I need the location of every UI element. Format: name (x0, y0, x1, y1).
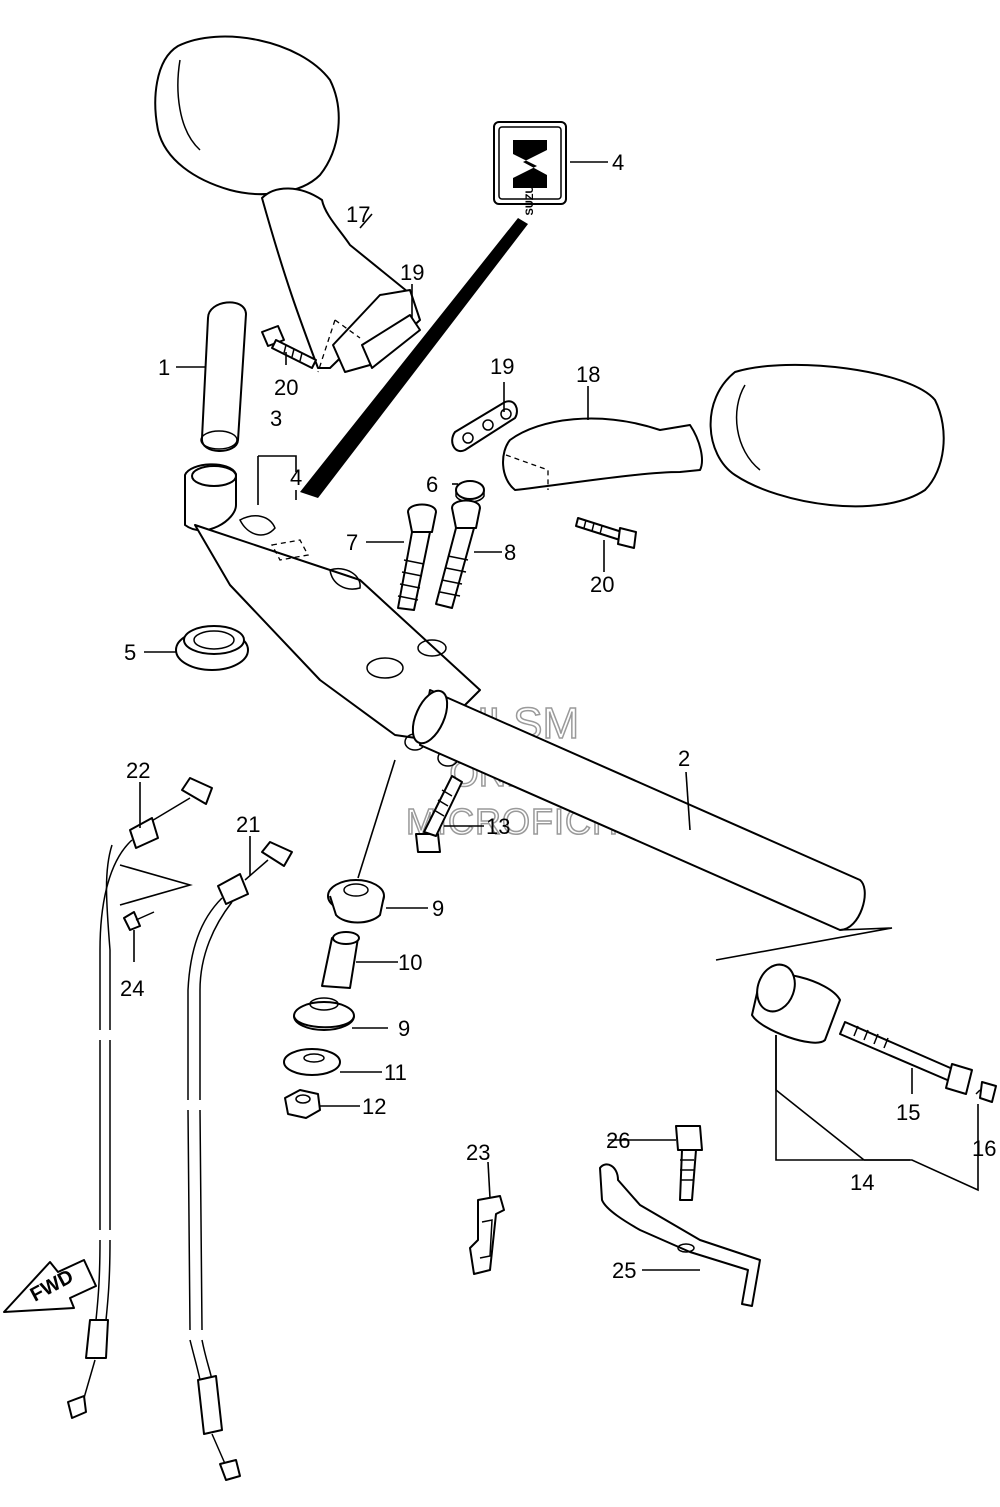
callout-12: 12 (362, 1094, 386, 1119)
callout-9-lower: 9 (398, 1016, 410, 1041)
callout-4-emblem: 4 (612, 150, 624, 175)
mirror-spacer-right[interactable] (451, 400, 518, 453)
callout-23: 23 (466, 1140, 490, 1165)
left-mirror-part[interactable] (154, 35, 421, 373)
callout-15: 15 (896, 1100, 920, 1125)
callout-1: 1 (158, 355, 170, 380)
break-line (715, 927, 893, 961)
wire-guide-25[interactable] (599, 1163, 761, 1307)
mirror-bolt-right[interactable] (575, 517, 637, 549)
emblem-pointer-band (300, 218, 528, 498)
callout-3: 3 (270, 406, 282, 431)
callout-16: 16 (972, 1136, 996, 1161)
callout-19-right: 19 (490, 354, 514, 379)
callout-21: 21 (236, 812, 260, 837)
spacer-tube[interactable] (321, 931, 360, 989)
callout-2: 2 (678, 746, 690, 771)
callout-9-upper: 9 (432, 896, 444, 921)
plug-cap[interactable] (455, 480, 485, 503)
handlebar-clamp-part[interactable] (184, 463, 481, 767)
callout-8: 8 (504, 540, 516, 565)
callout-20-left: 20 (274, 375, 298, 400)
callout-20-right: 20 (590, 572, 614, 597)
callout-14: 14 (850, 1170, 874, 1195)
washer[interactable] (283, 1048, 341, 1076)
callout-11: 11 (384, 1060, 407, 1085)
grip-part[interactable] (200, 301, 247, 452)
brand-label: SUZUKI (524, 175, 536, 216)
throttle-cable-22[interactable] (67, 777, 213, 1419)
bolt-7[interactable] (397, 503, 437, 611)
forward-direction-arrow: FWD (3, 1259, 97, 1313)
mirror-bolt-left[interactable] (261, 325, 317, 369)
bolt-8[interactable] (435, 499, 481, 609)
cushion-lower[interactable] (293, 997, 355, 1031)
bar-end-bolt[interactable] (839, 1021, 973, 1095)
callout-26: 26 (606, 1128, 630, 1153)
callout-22: 22 (126, 758, 150, 783)
right-mirror-part[interactable] (502, 363, 945, 508)
handlebar-tube-part[interactable] (406, 686, 866, 931)
nut[interactable] (284, 1089, 321, 1119)
callout-24: 24 (120, 976, 144, 1001)
leader-lines (133, 161, 979, 1271)
bar-end-cap[interactable] (975, 1081, 997, 1103)
callout-18: 18 (576, 362, 600, 387)
bolt-13[interactable] (415, 775, 463, 853)
cable-clamp-23[interactable] (469, 1195, 505, 1275)
callout-19-left: 19 (400, 260, 424, 285)
callout-13: 13 (486, 814, 510, 839)
callout-labels: 4 17 19 1 20 3 4 19 18 6 7 8 20 5 2 22 2… (120, 150, 996, 1283)
screw-lead-lines (119, 864, 193, 906)
callout-6: 6 (426, 472, 438, 497)
cushion-upper[interactable] (327, 879, 385, 924)
callout-5: 5 (124, 640, 136, 665)
bar-end-weight[interactable] (751, 959, 841, 1044)
seal-ring[interactable] (175, 625, 249, 671)
bolt-26[interactable] (675, 1125, 703, 1201)
callout-25: 25 (612, 1258, 636, 1283)
callout-10: 10 (398, 950, 422, 975)
callout-4-decal: 4 (290, 465, 302, 490)
callout-17: 17 (346, 202, 370, 227)
suzuki-emblem: SUZUKI (493, 121, 567, 216)
cable-clip-screw[interactable] (123, 911, 155, 931)
throttle-cable-21[interactable] (187, 841, 293, 1481)
callout-7: 7 (346, 530, 358, 555)
assembly-axis (357, 759, 396, 879)
